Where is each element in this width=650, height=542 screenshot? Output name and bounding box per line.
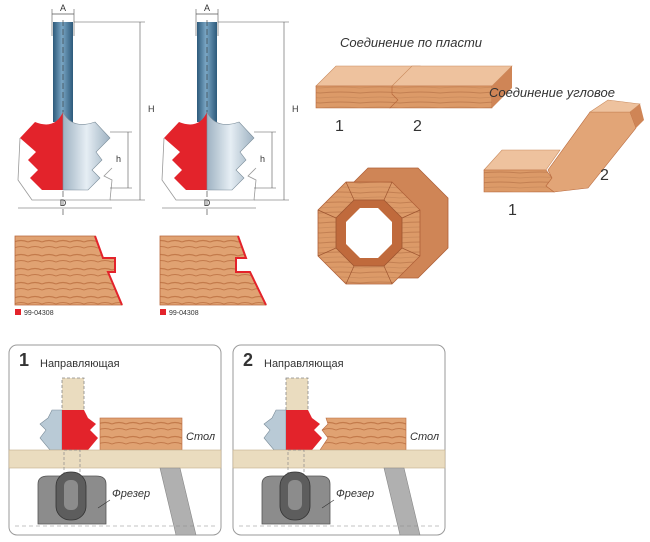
router-bit-shank: [197, 22, 217, 122]
cutter-red-half: [20, 112, 63, 190]
guide-rail: [285, 377, 309, 413]
router-label: Фрезер: [112, 488, 150, 500]
profile-code-marker: [160, 309, 166, 315]
cutter-steel-half: [62, 111, 111, 191]
face-joint-title: Соединение по пласти: [340, 35, 482, 50]
dimension-a-label: A: [204, 3, 210, 13]
table-label: Стол: [186, 431, 215, 443]
router-bit-shank: [53, 22, 73, 122]
cutter-drawing-right: A H h D: [161, 3, 299, 215]
dimension-d-label: D: [204, 198, 211, 208]
dimension-d-label: D: [60, 198, 67, 208]
workpiece-board: [99, 417, 183, 451]
table-surface: [232, 449, 446, 469]
cutter-red-half: [62, 410, 98, 450]
guide-label: Направляющая: [40, 358, 120, 370]
face-joint-part-1: 1: [335, 118, 344, 135]
octagon-box-illustration: [317, 167, 449, 285]
dimension-a-label: A: [60, 3, 66, 13]
guide-label: Направляющая: [264, 358, 344, 370]
face-joint-part-2: 2: [413, 118, 422, 135]
face-joint-boards: [315, 65, 513, 109]
dimension-h-upper-label: H: [292, 104, 299, 114]
profile-code-right: 99-04308: [169, 310, 199, 317]
corner-joint-boards: [483, 99, 644, 193]
cutter-drawing-left: A H h D: [17, 3, 155, 215]
cutter-red-half: [164, 112, 207, 190]
setup-panel-2: 2 Направляющая Стол Фрезер: [232, 344, 446, 536]
workpiece-board: [319, 417, 407, 451]
dimension-h-lower-label: h: [260, 154, 265, 164]
corner-joint-part-1: 1: [508, 202, 517, 219]
corner-joint-part-2: 2: [600, 167, 609, 184]
profile-sample-right: 99-04308: [159, 235, 267, 317]
setup-panel-1: 1 Направляющая Стол Фрезер: [8, 344, 222, 536]
table-surface: [8, 449, 222, 469]
profile-code-marker: [15, 309, 21, 315]
corner-joint-title: Соединение угловое: [489, 85, 615, 100]
setup-panel-number: 2: [243, 350, 253, 370]
profile-sample-left: 99-04308: [14, 235, 123, 317]
dimension-h-upper-label: H: [148, 104, 155, 114]
cutter-steel-half: [206, 111, 255, 191]
router-label: Фрезер: [336, 488, 374, 500]
table-label: Стол: [410, 431, 439, 443]
cutter-red-half: [286, 410, 322, 450]
setup-panel-number: 1: [19, 350, 29, 370]
profile-code-left: 99-04308: [24, 310, 54, 317]
dimension-h-lower-label: h: [116, 154, 121, 164]
